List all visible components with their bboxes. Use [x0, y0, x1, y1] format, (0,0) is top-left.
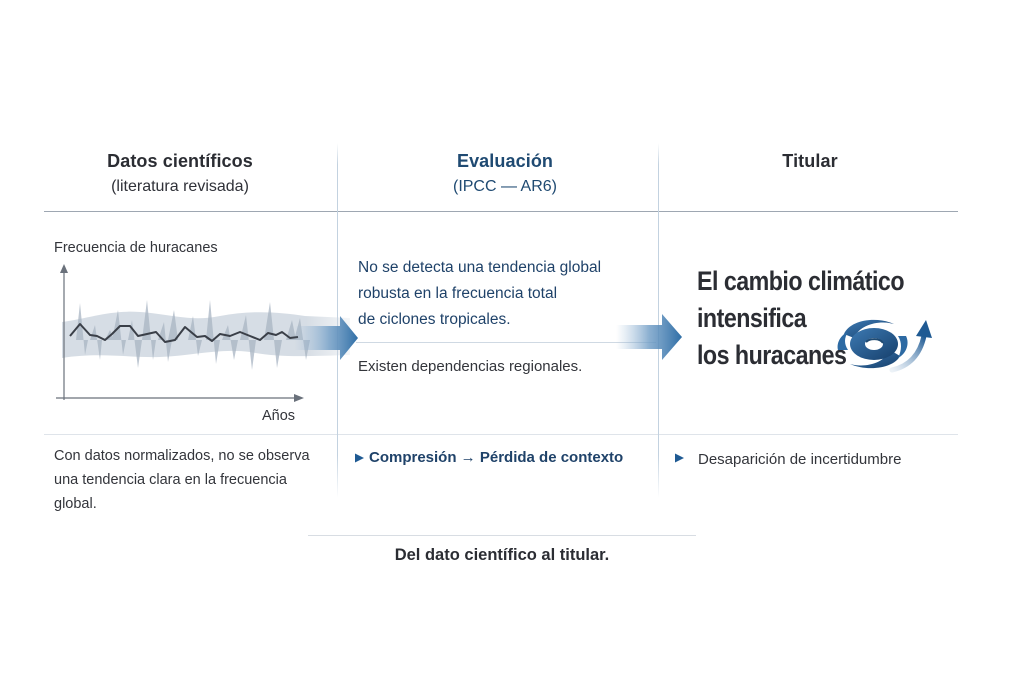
chart-y-axis-label: Frecuencia de huracanes: [54, 240, 218, 256]
evaluation-line-1: No se detecta una tendencia global: [358, 259, 602, 276]
evaluation-finding: No se detecta una tendencia global robus…: [358, 255, 648, 333]
headline-text: El cambio climático intensifica los hura…: [697, 263, 938, 374]
row-divider: [44, 434, 958, 435]
process-label: Compresión → Pérdida de contexto: [369, 449, 624, 466]
frequency-chart: [56, 264, 350, 402]
flow-arrow-icon: [616, 314, 682, 360]
evaluation-note: Existen dependencias regionales.: [358, 358, 583, 375]
column-title-evaluation: Evaluación: [456, 151, 554, 171]
column-divider-2: [658, 143, 659, 498]
flow-arrow-icon: [294, 316, 358, 360]
small-arrow-icon: [632, 453, 684, 463]
column-subtitle-evaluation: (IPCC — AR6): [452, 178, 557, 195]
result-label: Desaparición de incertidumbre: [698, 451, 902, 468]
header-divider: [44, 211, 958, 212]
diagram-caption: Del dato científico al titular.: [394, 546, 610, 564]
chart-x-axis-label: Años: [262, 408, 296, 424]
hurricane-up-arrow-icon: [837, 319, 932, 373]
evaluation-line-3: de ciclones tropicales.: [358, 311, 511, 328]
data-note-line-2: una tendencia clara en la frecuencia: [54, 472, 287, 488]
caption-divider: [308, 535, 696, 536]
data-note-line-3: global.: [54, 496, 97, 512]
column-title-scientific-data: Datos científicos: [107, 151, 253, 171]
headline-line-3: los huracanes: [697, 340, 847, 370]
small-arrow-icon: [318, 453, 364, 463]
headline-line-1: El cambio climático: [697, 266, 905, 296]
data-note: Con datos normalizados, no se observa un…: [54, 444, 314, 516]
headline-line-2: intensifica: [697, 303, 807, 333]
evaluation-line-2: robusta en la frecuencia total: [358, 285, 558, 302]
column-subtitle-scientific-data: (literatura revisada): [111, 178, 249, 195]
evaluation-inner-divider: [356, 342, 656, 343]
column-title-headline: Titular: [782, 151, 838, 171]
data-note-line-1: Con datos normalizados, no se observa: [54, 448, 310, 464]
